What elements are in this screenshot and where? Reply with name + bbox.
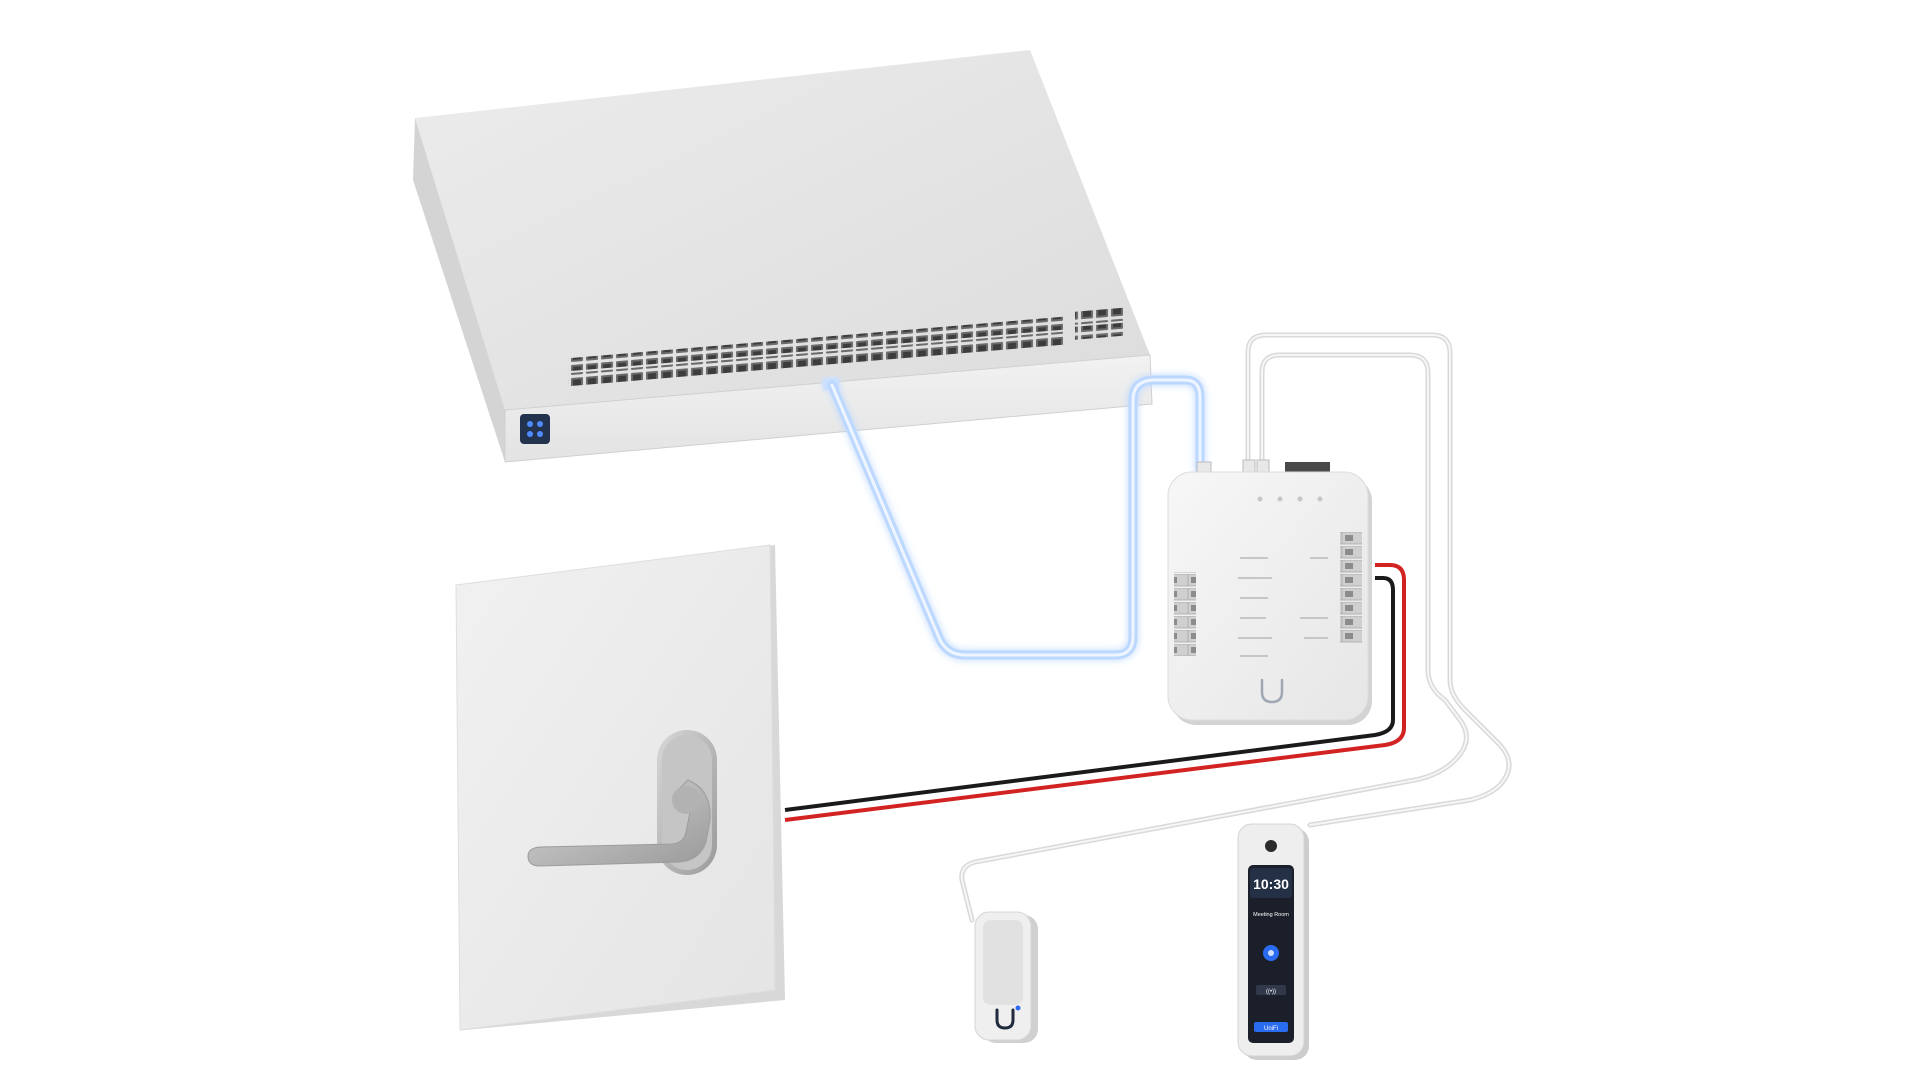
hub-terminals-right: [1340, 532, 1362, 644]
hub-logo-icon: [1260, 678, 1284, 704]
hub-body: [1167, 471, 1369, 721]
lock-wire-red: [784, 563, 1406, 822]
lock-wire-black: [784, 576, 1395, 812]
switch-front-face: [504, 354, 1153, 463]
card-reader-icon: [974, 911, 1038, 1043]
network-switch-icon: [413, 50, 1153, 463]
intercom-nfc-badge: ((•)): [1266, 989, 1276, 995]
switch-status-panel: [520, 414, 550, 444]
card-reader-logo-icon: [995, 1008, 1015, 1030]
switch-side-face: [413, 118, 505, 462]
intercom-room-name: Meeting Room: [1253, 912, 1289, 918]
intercom-time: 10:30: [1253, 876, 1289, 892]
intercom-brand: UniFi: [1264, 1026, 1278, 1032]
switch-top-face: [415, 50, 1150, 410]
intercom-reader-icon: 10:30 Meeting Room ((•)) UniFi: [1237, 823, 1309, 1060]
switch-ports: [568, 307, 1123, 387]
lever-handle-icon: [527, 730, 717, 875]
access-hub-icon: [1167, 459, 1372, 725]
intercom-camera-icon: [1265, 840, 1277, 852]
door-icon: [455, 544, 785, 1031]
door-front-face: [455, 544, 776, 1031]
hub-terminals-left: [1174, 572, 1196, 656]
